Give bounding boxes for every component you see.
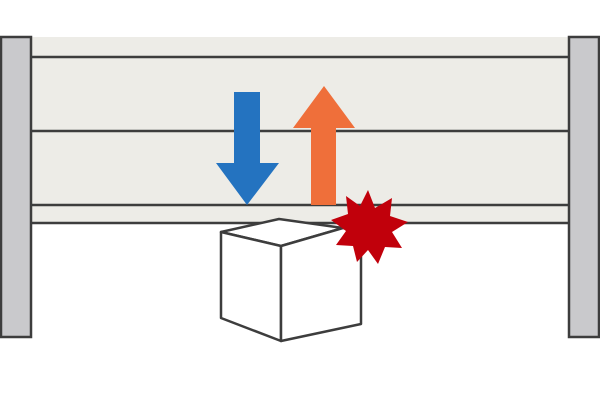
frame-post-left — [0, 35, 33, 339]
arrow-up-icon — [293, 86, 355, 205]
door-frame — [0, 35, 600, 339]
impact-burst-icon — [331, 190, 408, 264]
frame-post-right — [567, 35, 600, 339]
garage-door — [31, 37, 569, 225]
box-icon — [219, 217, 363, 343]
arrow-down-icon — [216, 92, 279, 205]
box-front-face — [219, 230, 283, 343]
box-side-face — [279, 226, 363, 343]
